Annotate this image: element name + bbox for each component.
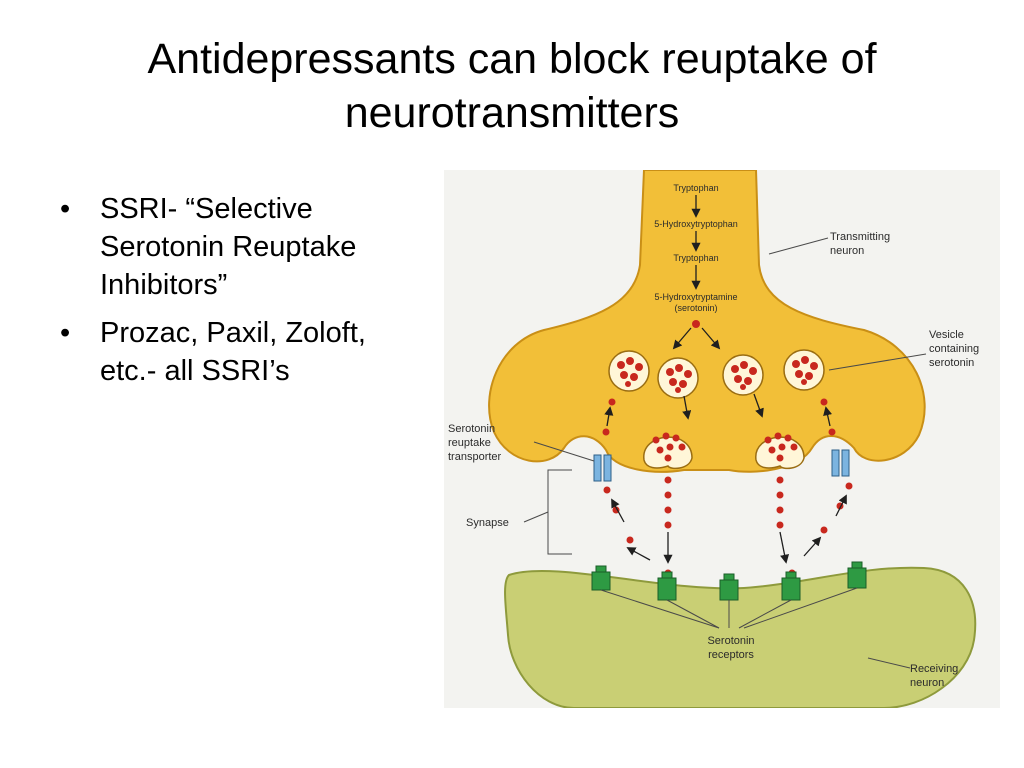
serotonin-receptor (847, 561, 867, 589)
pathway-step-3: Tryptophan (673, 253, 718, 263)
vesicle (608, 350, 650, 392)
leader-line (600, 589, 720, 629)
transporter-label-2: reuptake (448, 437, 491, 449)
transmitting-neuron-label-2: neuron (830, 245, 864, 257)
reuptake-transporter-left (593, 454, 612, 482)
leader-line (738, 599, 792, 629)
release-arrow (672, 327, 692, 350)
pathway-step-4: 5-Hydroxytryptamine (654, 292, 737, 302)
leader-line (828, 353, 927, 371)
leader-line (533, 441, 595, 462)
release-arrow (701, 327, 721, 350)
bullet-dot: • (60, 193, 71, 225)
bullet-item: • Prozac, Paxil, Zoloft, etc.- all SSRI’… (60, 314, 430, 390)
leader-line (867, 657, 911, 669)
vesicle-group (608, 349, 825, 399)
serotonin-receptor (591, 565, 611, 591)
leader-line (768, 237, 829, 255)
bullet-dot: • (60, 317, 71, 349)
transmitting-neuron-label: Transmitting (830, 231, 890, 243)
reuptake-arrow (611, 498, 625, 523)
reuptake-arrow (823, 406, 833, 427)
receptors-label-2: receptors (708, 649, 754, 661)
release-arrow (779, 531, 790, 564)
transporter-label-3: transporter (448, 451, 502, 463)
serotonin-molecule (692, 320, 700, 328)
fusing-vesicle-left (643, 436, 693, 470)
vesicle-label-2: containing (929, 343, 979, 355)
bullet-list: • SSRI- “Selective Serotonin Reuptake In… (60, 190, 430, 400)
reuptake-arrow (835, 494, 847, 517)
reuptake-arrow (626, 547, 651, 561)
serotonin-receptor (781, 571, 801, 601)
vesicle (657, 357, 699, 399)
serotonin-receptor (719, 573, 739, 601)
vesicle-arrow (682, 395, 692, 420)
vesicle (722, 354, 764, 396)
leader-line (523, 511, 549, 523)
synapse-diagram: Tryptophan 5-Hydroxytryptophan Tryptopha… (444, 170, 1000, 708)
reuptake-arrow (803, 536, 822, 557)
leader-line (743, 587, 858, 629)
reuptake-arrow (604, 406, 614, 427)
vesicle (783, 349, 825, 391)
bullet-text: SSRI- “Selective Serotonin Reuptake Inhi… (100, 193, 357, 301)
vesicle-label-3: serotonin (929, 357, 974, 369)
receiving-neuron-label-2: neuron (910, 677, 944, 689)
receiving-neuron-label: Receiving (910, 663, 958, 675)
synapse-label: Synapse (466, 517, 509, 529)
pathway-step-4-sub: (serotonin) (674, 303, 717, 313)
pathway-step-1: Tryptophan (673, 183, 718, 193)
vesicle-label: Vesicle (929, 329, 964, 341)
pathway-step-2: 5-Hydroxytryptophan (654, 219, 738, 229)
receiving-neuron (504, 566, 977, 708)
bullet-text: Prozac, Paxil, Zoloft, etc.- all SSRI’s (100, 317, 366, 387)
leader-line (666, 599, 720, 629)
slide-title: Antidepressants can block reuptake of ne… (147, 35, 877, 137)
receptors-label: Serotonin (707, 635, 754, 647)
transporter-label: Serotonin (448, 423, 495, 435)
vesicle-arrow (753, 393, 764, 418)
serotonin-receptor (657, 571, 677, 601)
fusing-vesicle-right (755, 436, 805, 470)
bullet-item: • SSRI- “Selective Serotonin Reuptake In… (60, 190, 430, 304)
reuptake-transporter-right (831, 449, 850, 477)
